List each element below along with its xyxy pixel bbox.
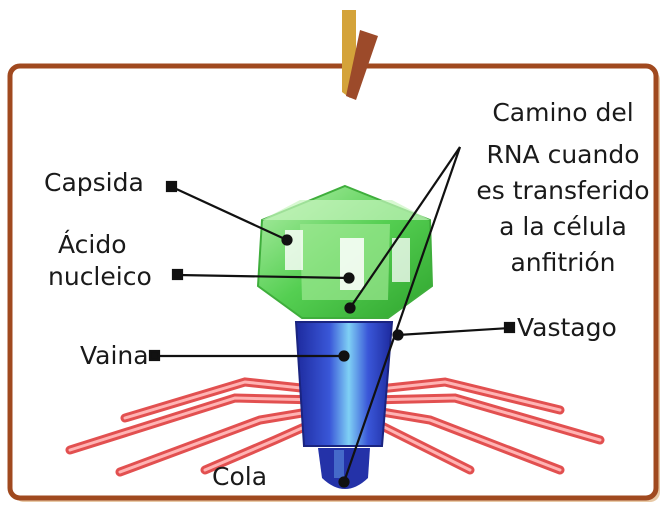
dot-camino-top	[346, 304, 355, 313]
dot-vaina	[340, 352, 349, 361]
label-cola: Cola	[212, 462, 267, 492]
marker-acido	[173, 270, 182, 279]
dot-acido	[345, 274, 354, 283]
label-vastago: Vastago	[517, 313, 617, 343]
dot-camino-bottom	[340, 478, 349, 487]
label-capsida: Capsida	[44, 168, 144, 198]
label-camino-line3: es transferido	[468, 176, 658, 206]
label-camino-line4: a la célula	[468, 212, 658, 242]
marker-vaina	[150, 351, 159, 360]
label-vaina: Vaina	[80, 341, 149, 371]
label-camino-line5: anfitrión	[468, 248, 658, 278]
label-camino-line1: Camino del	[468, 98, 658, 128]
label-acido-line2: nucleico	[48, 262, 152, 292]
dot-capsida	[283, 236, 292, 245]
marker-capsida	[167, 182, 176, 191]
label-acido-line1: Ácido	[58, 230, 127, 260]
label-camino-line2: RNA cuando	[468, 140, 658, 170]
marker-vastago	[505, 323, 514, 332]
